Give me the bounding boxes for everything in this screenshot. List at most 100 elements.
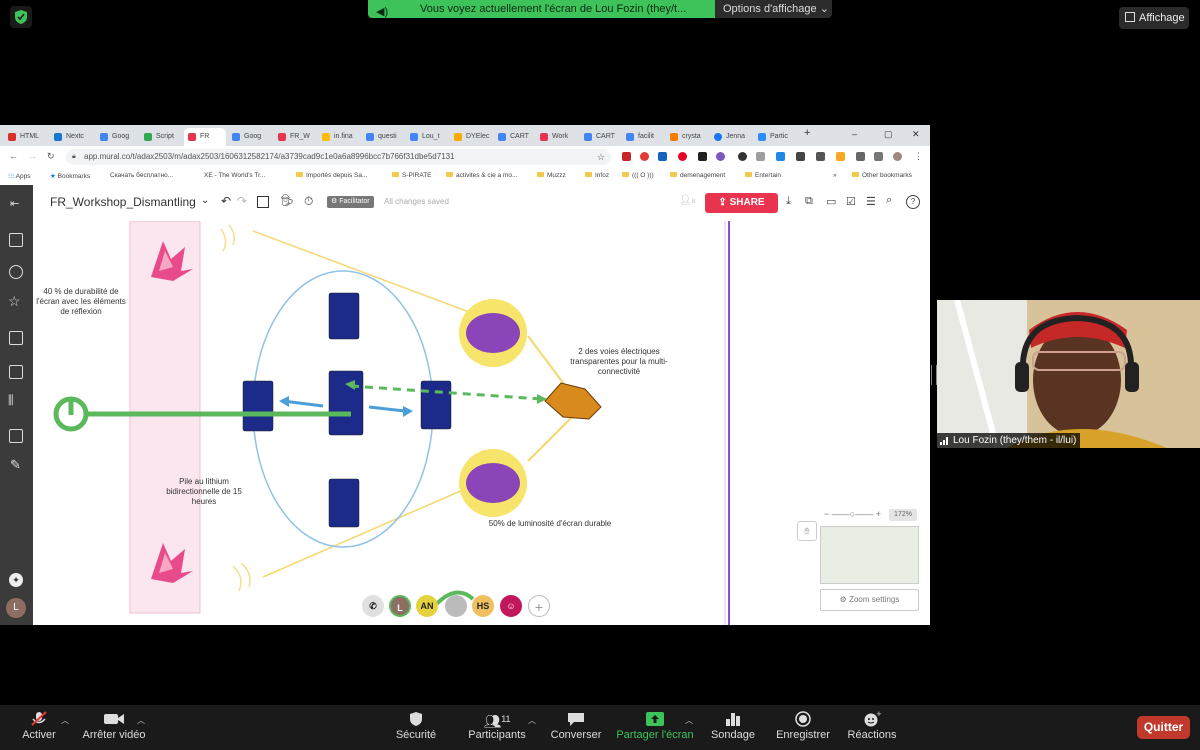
private-mode-icon[interactable]: 🕵︎ <box>280 195 294 207</box>
chevron-down-icon[interactable]: ⌄ <box>201 195 210 206</box>
chevron-up-icon[interactable]: ︿ <box>137 716 145 725</box>
browser-tab[interactable]: Jenna <box>710 128 752 146</box>
extension-icon[interactable] <box>776 152 785 161</box>
extension-icon[interactable] <box>816 152 825 161</box>
mural-share-button[interactable]: ⇪ SHARE <box>705 193 778 213</box>
extension-icon[interactable] <box>796 152 805 161</box>
add-collaborator-icon[interactable]: + <box>528 595 550 617</box>
record-button[interactable]: Enregistrer <box>774 705 832 750</box>
timer-icon[interactable]: ⏱︎ <box>304 194 314 208</box>
polls-button[interactable]: Sondage <box>708 705 758 750</box>
extension-icon[interactable] <box>836 152 845 161</box>
profile-avatar[interactable] <box>893 152 902 161</box>
browser-tab[interactable]: Script <box>140 128 182 146</box>
collaborator-photo[interactable] <box>445 595 467 617</box>
bookmark-item[interactable]: Скачать бесплатно... <box>110 172 173 179</box>
upload-icon[interactable] <box>9 429 23 443</box>
frame-icon[interactable] <box>257 196 269 208</box>
share-screen-button[interactable]: Partager l'écran <box>614 705 696 750</box>
quit-button[interactable]: Quitter <box>1137 716 1190 739</box>
help-icon[interactable]: ? <box>906 195 920 209</box>
extension-icon[interactable] <box>640 152 649 161</box>
browser-tab[interactable]: Goog <box>96 128 138 146</box>
browser-tab[interactable]: CART <box>494 128 536 146</box>
mute-button[interactable]: Activer <box>14 705 64 750</box>
extension-icon[interactable] <box>738 152 747 161</box>
extension-icon[interactable] <box>658 152 667 161</box>
extension-icon[interactable] <box>874 152 883 161</box>
participants-button[interactable]: 👥︎11 Participants <box>464 705 530 750</box>
participant-video[interactable] <box>937 300 1200 448</box>
star-icon[interactable]: ☆ <box>596 152 605 162</box>
chevron-up-icon[interactable]: ︿ <box>528 716 536 725</box>
extension-icon[interactable] <box>698 152 707 161</box>
bookmark-folder[interactable]: demenagement <box>670 172 725 179</box>
minimize-icon[interactable]: – <box>852 129 858 139</box>
label-reflection[interactable]: 40 % de durabilité de l'écran avec les é… <box>36 287 126 316</box>
collaborator-avatar[interactable]: L <box>389 595 411 617</box>
zoom-settings-button[interactable]: ⚙ Zoom settings <box>820 589 919 611</box>
pinterest-icon[interactable] <box>678 152 687 161</box>
chat-button[interactable]: Converser <box>548 705 604 750</box>
bookmark-folder[interactable]: Entertain <box>745 172 781 179</box>
chevron-up-icon[interactable]: ︿ <box>61 716 69 725</box>
redo-icon[interactable]: ↷ <box>237 194 248 208</box>
browser-tab[interactable]: CART <box>580 128 622 146</box>
sticky-note-icon[interactable] <box>9 233 23 247</box>
reactions-button[interactable]: + Réactions <box>844 705 900 750</box>
stop-video-button[interactable]: Arrêter vidéo <box>80 705 148 750</box>
comments-icon[interactable]: ⧉ <box>805 195 813 207</box>
puzzle-icon[interactable] <box>856 152 865 161</box>
security-shield-icon[interactable] <box>10 6 32 28</box>
library-icon[interactable]: ⫼ <box>8 393 14 407</box>
collaborator-avatar[interactable]: HS <box>472 595 494 617</box>
more-bookmarks[interactable]: » <box>833 172 837 179</box>
browser-tab[interactable]: Work <box>536 128 578 146</box>
chat-icon[interactable]: ▭ <box>826 196 837 208</box>
search-icon[interactable]: ⌕ <box>886 194 893 206</box>
frameworks-icon[interactable] <box>9 331 23 345</box>
bookmark-folder[interactable]: ((( O ))) <box>622 172 654 179</box>
browser-tab[interactable]: crysta <box>666 128 708 146</box>
url-field[interactable]: 🔒︎ app.mural.co/t/adax2503/m/adax2503/16… <box>66 149 611 165</box>
browser-tab[interactable]: in.fina <box>318 128 360 146</box>
browser-tab[interactable]: Nextc <box>50 128 92 146</box>
browser-tab[interactable]: HTML <box>4 128 46 146</box>
new-tab-icon[interactable]: + <box>804 127 811 139</box>
chevron-up-icon[interactable]: ︿ <box>685 716 693 725</box>
view-options-button[interactable]: Options d'affichage ⌄ <box>715 0 832 18</box>
undo-icon[interactable]: ↶ <box>221 194 232 208</box>
back-icon[interactable]: ← <box>9 151 18 161</box>
browser-tab[interactable]: FR_W <box>274 128 316 146</box>
bookmark-folder[interactable]: Muzzz <box>537 172 566 179</box>
apps-bookmark[interactable]: ⁝⁝⁝ Apps <box>8 172 30 180</box>
browser-tab[interactable]: Goog <box>228 128 272 146</box>
bookmark-folder[interactable]: Infoz <box>585 172 609 179</box>
bookmark-item[interactable]: XE - The World's Tr... <box>204 172 265 179</box>
outline-icon[interactable]: ☰ <box>866 196 876 208</box>
draw-icon[interactable]: ✎ <box>10 457 21 472</box>
download-icon[interactable]: ⤓ <box>786 195 791 207</box>
bookmark-item[interactable]: ★ Bookmarks <box>50 172 90 180</box>
label-battery[interactable]: Pile au lithium bidirectionnelle de 15 h… <box>166 477 242 506</box>
zoom-slider[interactable]: − ——○—— + <box>824 509 881 519</box>
bookmark-folder[interactable]: Other bookmarks <box>852 172 912 179</box>
resize-handle[interactable] <box>931 365 937 385</box>
close-icon[interactable]: ✕ <box>912 129 920 139</box>
browser-tab-active[interactable]: FR <box>184 128 226 146</box>
images-icon[interactable] <box>9 365 23 379</box>
forward-icon[interactable]: → <box>28 151 37 161</box>
maximize-icon[interactable]: ▢ <box>884 129 893 139</box>
extension-icon[interactable] <box>716 152 725 161</box>
user-count[interactable]: 👤︎8 <box>679 195 695 206</box>
icons-star-icon[interactable]: ☆ <box>8 293 21 309</box>
collapse-icon[interactable]: ⇤ <box>10 198 20 210</box>
bookmark-folder[interactable]: Importés depuis Sa... <box>296 172 367 179</box>
collaborator-photo[interactable]: ☺ <box>500 595 522 617</box>
label-brightness[interactable]: 50% de luminosité d'écran durable <box>488 519 612 528</box>
reload-icon[interactable]: ↻ <box>47 151 55 161</box>
menu-kebab-icon[interactable]: ⋮ <box>914 151 923 161</box>
mural-title[interactable]: FR_Workshop_Dismantling <box>50 195 196 209</box>
extension-icon[interactable] <box>622 152 631 161</box>
minimap[interactable] <box>820 526 919 584</box>
